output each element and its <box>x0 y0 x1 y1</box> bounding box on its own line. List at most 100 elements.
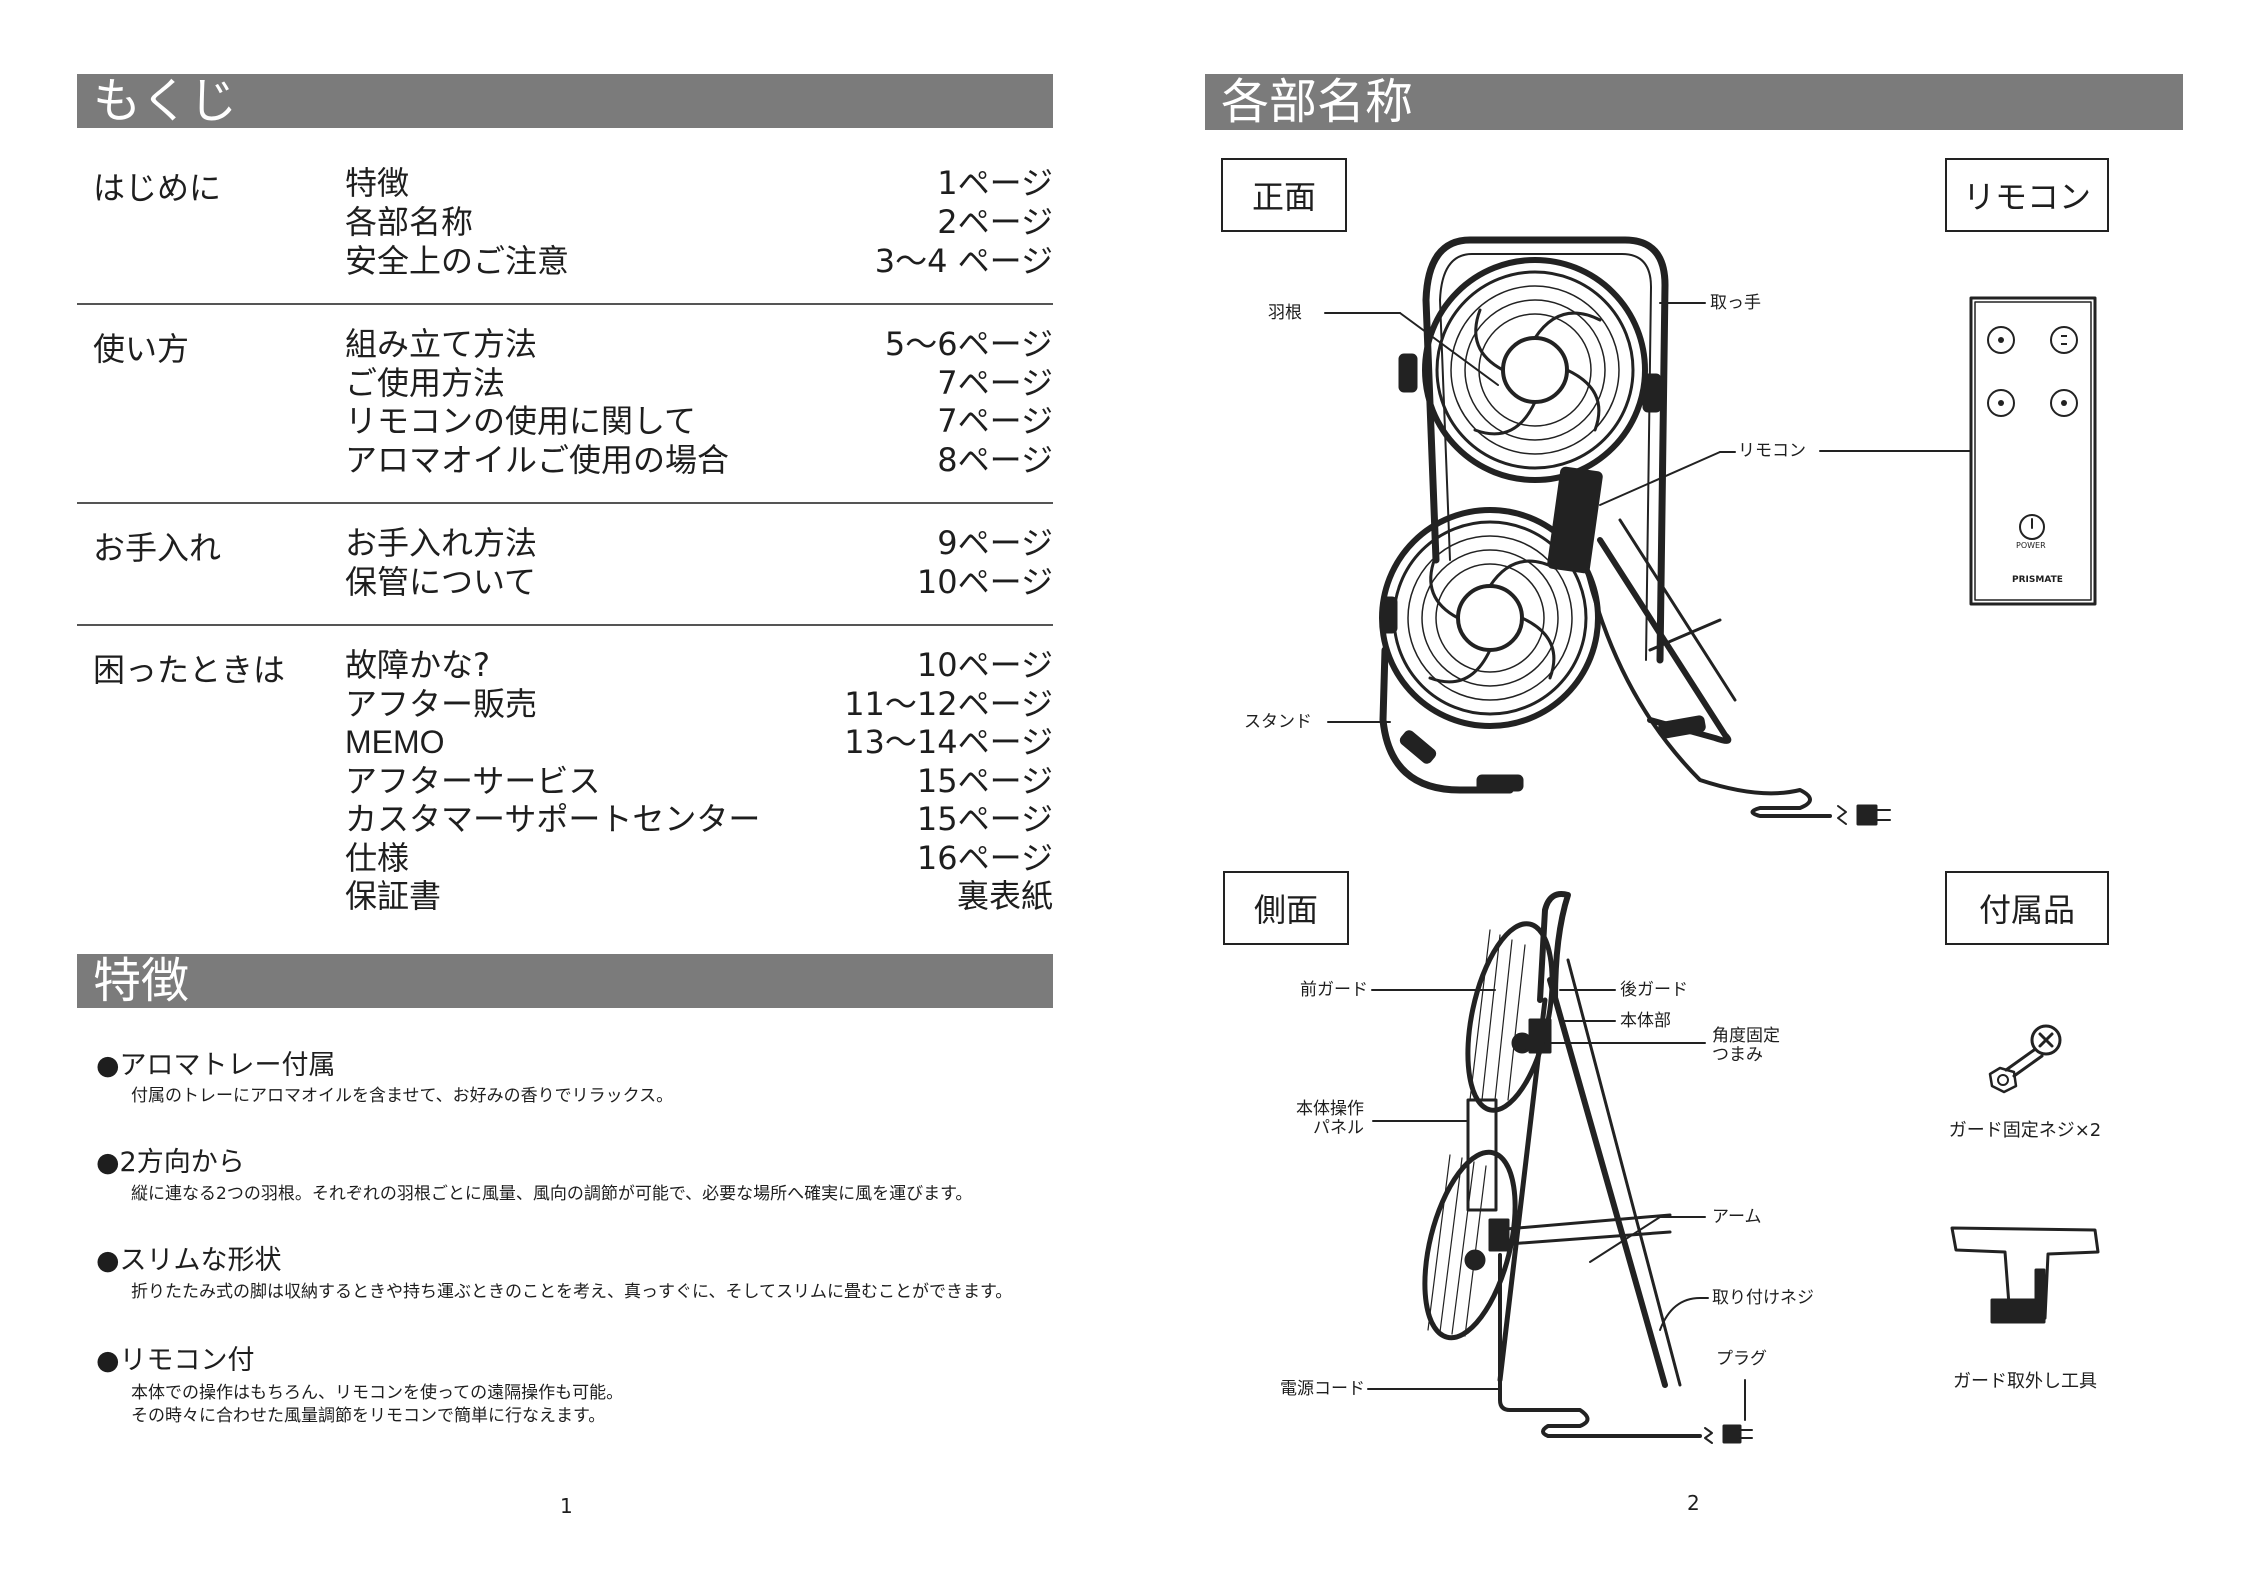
callout-blade: 羽根 <box>1268 303 1302 323</box>
toc-row[interactable]: 保管について 10ページ <box>345 563 1053 601</box>
toc-item-title: ご使用方法 <box>345 364 506 402</box>
remote-brand-logo: PRISMATE <box>2012 575 2063 585</box>
toc-row[interactable]: 組み立て方法 5〜6ページ <box>345 325 1053 363</box>
feature-heading: ●リモコン付 <box>96 1345 255 1376</box>
features-title-bar: 特徴 <box>77 954 1053 1008</box>
callout-handle: 取っ手 <box>1710 293 1761 313</box>
callout-angle-knob: 角度固定 つまみ <box>1712 1027 1780 1065</box>
callout-screw: 取り付けネジ <box>1712 1288 1814 1308</box>
toc-row[interactable]: 保証書 裏表紙 <box>345 877 1053 915</box>
toc-item-page: 13〜14ページ <box>844 723 1053 761</box>
toc-item-title: アフター販売 <box>345 685 538 723</box>
callout-panel-line: 本体操作 <box>1296 1099 1364 1119</box>
toc-item-page: 15ページ <box>916 762 1053 800</box>
toc-item-title: 組み立て方法 <box>345 325 538 363</box>
remote-control-illustration <box>1969 296 2097 606</box>
toc-row[interactable]: 特徴 1ページ <box>345 164 1053 202</box>
toc-row[interactable]: 各部名称 2ページ <box>345 203 1053 241</box>
callout-stand: スタンド <box>1244 712 1312 732</box>
guard-screw-illustration <box>1988 1024 2062 1094</box>
toc-row[interactable]: リモコンの使用に関して 7ページ <box>345 402 1053 440</box>
toc-item-title: 保証書 <box>345 877 442 915</box>
toc-divider <box>77 303 1053 305</box>
feature-line: 付属のトレーにアロマオイルを含ませて、お好みの香りでリラックス。 <box>131 1086 674 1106</box>
feature-heading: ●2方向から <box>96 1147 245 1178</box>
toc-row[interactable]: MEMO 13〜14ページ <box>345 723 1053 761</box>
toc-item-title: 故障かな? <box>345 646 490 684</box>
toc-item-page: 10ページ <box>916 563 1053 601</box>
features-title: 特徴 <box>93 953 190 1009</box>
page-number-left: 1 <box>560 1494 573 1518</box>
toc-item-title: カスタマーサポートセンター <box>345 800 761 838</box>
toc-category: お手入れ <box>93 529 222 567</box>
callout-panel: 本体操作 パネル <box>1296 1100 1364 1138</box>
toc-row[interactable]: 故障かな? 10ページ <box>345 646 1053 684</box>
feature-heading: ●スリムな形状 <box>96 1245 282 1276</box>
toc-item-page: 裏表紙 <box>956 877 1053 915</box>
accessories-label: 付属品 <box>1945 871 2109 945</box>
toc-item-page: 15ページ <box>916 800 1053 838</box>
accessory-tool-caption: ガード取外し工具 <box>1953 1371 2097 1392</box>
toc-item-title: アロマオイルご使用の場合 <box>345 441 730 479</box>
toc-item-title: 安全上のご注意 <box>345 242 570 280</box>
toc-item-page: 10ページ <box>916 646 1053 684</box>
callout-rear-guard: 後ガード <box>1620 980 1688 1000</box>
toc-row[interactable]: アロマオイルご使用の場合 8ページ <box>345 441 1053 479</box>
callout-arm: アーム <box>1712 1207 1762 1227</box>
toc-item-title: 保管について <box>345 563 537 601</box>
side-fan-illustration <box>1422 891 1753 1444</box>
parts-title-bar: 各部名称 <box>1205 74 2183 130</box>
toc-item-title: お手入れ方法 <box>345 524 538 562</box>
toc-row[interactable]: アフター販売 11〜12ページ <box>345 685 1053 723</box>
toc-item-page: 3〜4 ページ <box>874 242 1053 280</box>
toc-item-title: リモコンの使用に関して <box>345 402 697 440</box>
feature-description: 付属のトレーにアロマオイルを含ませて、お好みの香りでリラックス。 <box>131 1085 673 1108</box>
toc-row[interactable]: アフターサービス 15ページ <box>345 762 1053 800</box>
toc-row[interactable]: 仕様 16ページ <box>345 839 1053 877</box>
page-number-right: 2 <box>1687 1491 1700 1515</box>
toc-row[interactable]: お手入れ方法 9ページ <box>345 524 1053 562</box>
callout-panel-line: パネル <box>1313 1118 1364 1138</box>
feature-line: その時々に合わせた風量調節をリモコンで簡単に行なえます。 <box>131 1406 606 1426</box>
callout-body: 本体部 <box>1620 1011 1671 1031</box>
feature-description: 折りたたみ式の脚は収納するときや持ち運ぶときのことを考え、真っすぐに、そしてスリ… <box>131 1281 1012 1304</box>
callout-remote: リモコン <box>1738 441 1806 461</box>
toc-item-page: 8ページ <box>937 441 1053 479</box>
toc-item-page: 1ページ <box>937 164 1053 202</box>
toc-category: 困ったときは <box>93 651 286 689</box>
toc-item-page: 11〜12ページ <box>844 685 1053 723</box>
toc-category: はじめに <box>93 169 222 207</box>
toc-category: 使い方 <box>93 330 190 368</box>
toc-item-page: 7ページ <box>937 364 1053 402</box>
front-view-label: 正面 <box>1221 158 1347 232</box>
callout-cord: 電源コード <box>1280 1379 1365 1399</box>
toc-divider <box>77 624 1053 626</box>
toc-row[interactable]: ご使用方法 7ページ <box>345 364 1053 402</box>
toc-item-title: 各部名称 <box>345 203 474 241</box>
toc-row[interactable]: カスタマーサポートセンター 15ページ <box>345 800 1053 838</box>
toc-title: もくじ <box>93 73 238 129</box>
callout-angle-knob-line: 角度固定 <box>1712 1026 1780 1046</box>
upper-fan-guard <box>1422 257 1648 483</box>
accessory-screw-caption: ガード固定ネジ×2 <box>1948 1120 2102 1141</box>
remote-label: リモコン <box>1945 158 2109 232</box>
toc-item-title: 特徴 <box>345 164 410 202</box>
toc-item-page: 9ページ <box>937 524 1053 562</box>
toc-item-title: アフターサービス <box>345 762 601 800</box>
feature-line: 縦に連なる2つの羽根。それぞれの羽根ごとに風量、風向の調節が可能で、必要な場所へ… <box>131 1184 973 1204</box>
front-fan-illustration <box>1379 236 1891 826</box>
feature-description: 本体での操作はもちろん、リモコンを使っての遠隔操作も可能。 その時々に合わせた風… <box>131 1382 623 1428</box>
toc-item-title: 仕様 <box>345 839 410 877</box>
toc-item-page: 2ページ <box>937 203 1053 241</box>
toc-item-page: 7ページ <box>937 402 1053 440</box>
remote-power-label: POWER <box>2016 541 2046 550</box>
toc-item-page: 5〜6ページ <box>884 325 1053 363</box>
callout-front-guard: 前ガード <box>1300 980 1368 1000</box>
toc-item-title: MEMO <box>345 724 445 760</box>
toc-row[interactable]: 安全上のご注意 3〜4 ページ <box>345 242 1053 280</box>
toc-divider <box>77 502 1053 504</box>
toc-item-page: 16ページ <box>916 839 1053 877</box>
callout-angle-knob-line: つまみ <box>1712 1045 1763 1065</box>
feature-line: 折りたたみ式の脚は収納するときや持ち運ぶときのことを考え、真っすぐに、そしてスリ… <box>131 1282 1013 1302</box>
